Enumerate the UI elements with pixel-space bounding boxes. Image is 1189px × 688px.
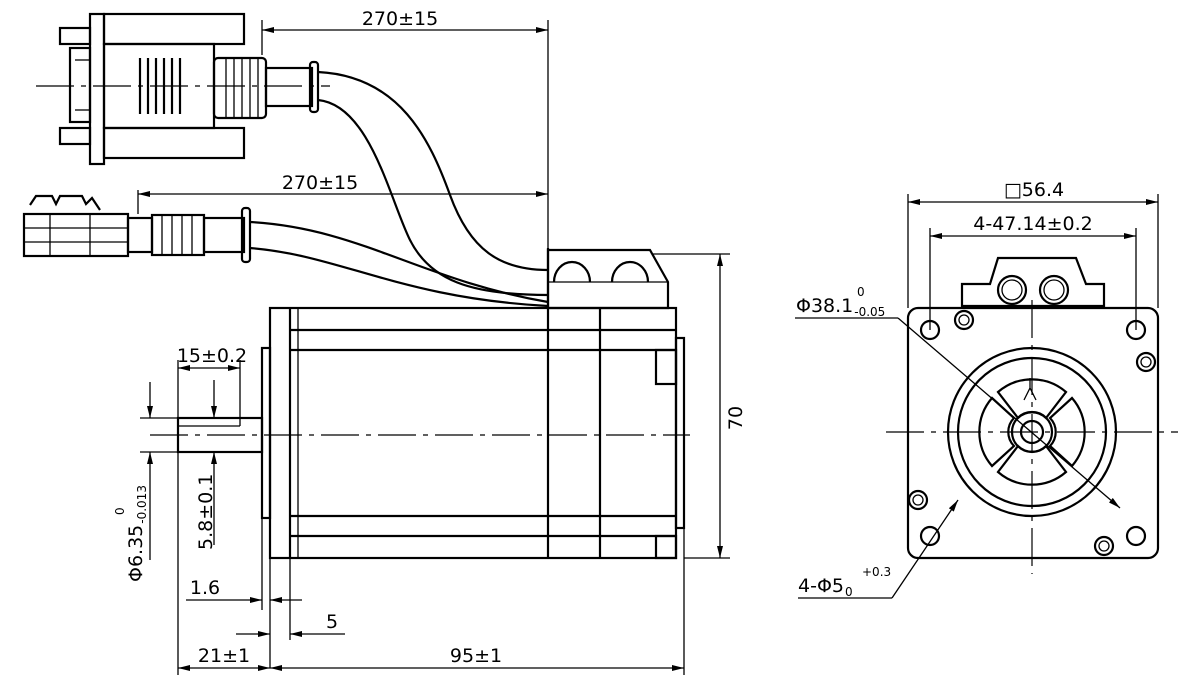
dim-flange-square: □56.4 xyxy=(907,179,1159,308)
pilot-diameter-upper: 0 xyxy=(857,285,865,299)
dim-height: 70 xyxy=(652,253,747,559)
body-length-label: 95±1 xyxy=(450,645,502,667)
shaft-diameter-label: Φ6.35-0.013 xyxy=(125,485,149,582)
encoder-cable-length-label: 270±15 xyxy=(362,8,438,30)
dim-flange-thickness: 5 xyxy=(236,558,345,640)
dim-power-cable: 270±15 xyxy=(137,172,548,214)
motor-front-view xyxy=(906,256,1160,560)
shaft-length-label: 15±0.2 xyxy=(177,345,247,367)
front-centerlines xyxy=(886,300,1178,574)
encoder-connector xyxy=(36,12,330,166)
pilot-thickness-label: 1.6 xyxy=(190,577,220,599)
flat-depth-label: 5.8±0.1 xyxy=(195,474,217,550)
shaft-extension-label: 21±1 xyxy=(198,645,250,667)
hole-diameter-upper: +0.3 xyxy=(862,565,891,579)
hole-diameter-label: 4-Φ50 xyxy=(798,575,853,599)
cables xyxy=(249,70,549,308)
motor-body xyxy=(260,248,686,560)
pilot-diameter-label: Φ38.1-0.05 xyxy=(796,295,885,319)
mounting-holes xyxy=(919,319,1147,547)
shaft-diameter-upper: 0 xyxy=(113,507,127,515)
dim-shaft-diameter: Φ6.35-0.013 0 xyxy=(113,382,178,582)
height-label: 70 xyxy=(725,406,747,430)
dim-bolt-spacing: 4-47.14±0.2 xyxy=(929,213,1137,330)
mounting-screws xyxy=(907,309,1157,557)
connector-housing xyxy=(546,248,670,310)
bolt-spacing-label: 4-47.14±0.2 xyxy=(973,213,1092,235)
power-cable-length-label: 270±15 xyxy=(282,172,358,194)
connector-pin-holes xyxy=(996,274,1070,306)
power-connector xyxy=(22,194,252,264)
dim-pilot-diameter: Φ38.1-0.05 0 xyxy=(795,285,1121,509)
dim-hole-diameter: 4-Φ50 +0.3 xyxy=(798,499,959,599)
dim-shaft-length: 15±0.2 xyxy=(177,345,247,418)
dim-body-length: 95±1 xyxy=(270,528,685,675)
dim-pilot-thickness: 1.6 xyxy=(186,518,302,668)
flange-square-label: □56.4 xyxy=(1004,179,1064,201)
dim-encoder-cable: 270±15 xyxy=(261,8,549,250)
dim-flat-depth: 5.8±0.1 xyxy=(195,380,217,550)
flange-thickness-label: 5 xyxy=(326,611,338,633)
dim-shaft-extension: 21±1 xyxy=(177,452,270,675)
